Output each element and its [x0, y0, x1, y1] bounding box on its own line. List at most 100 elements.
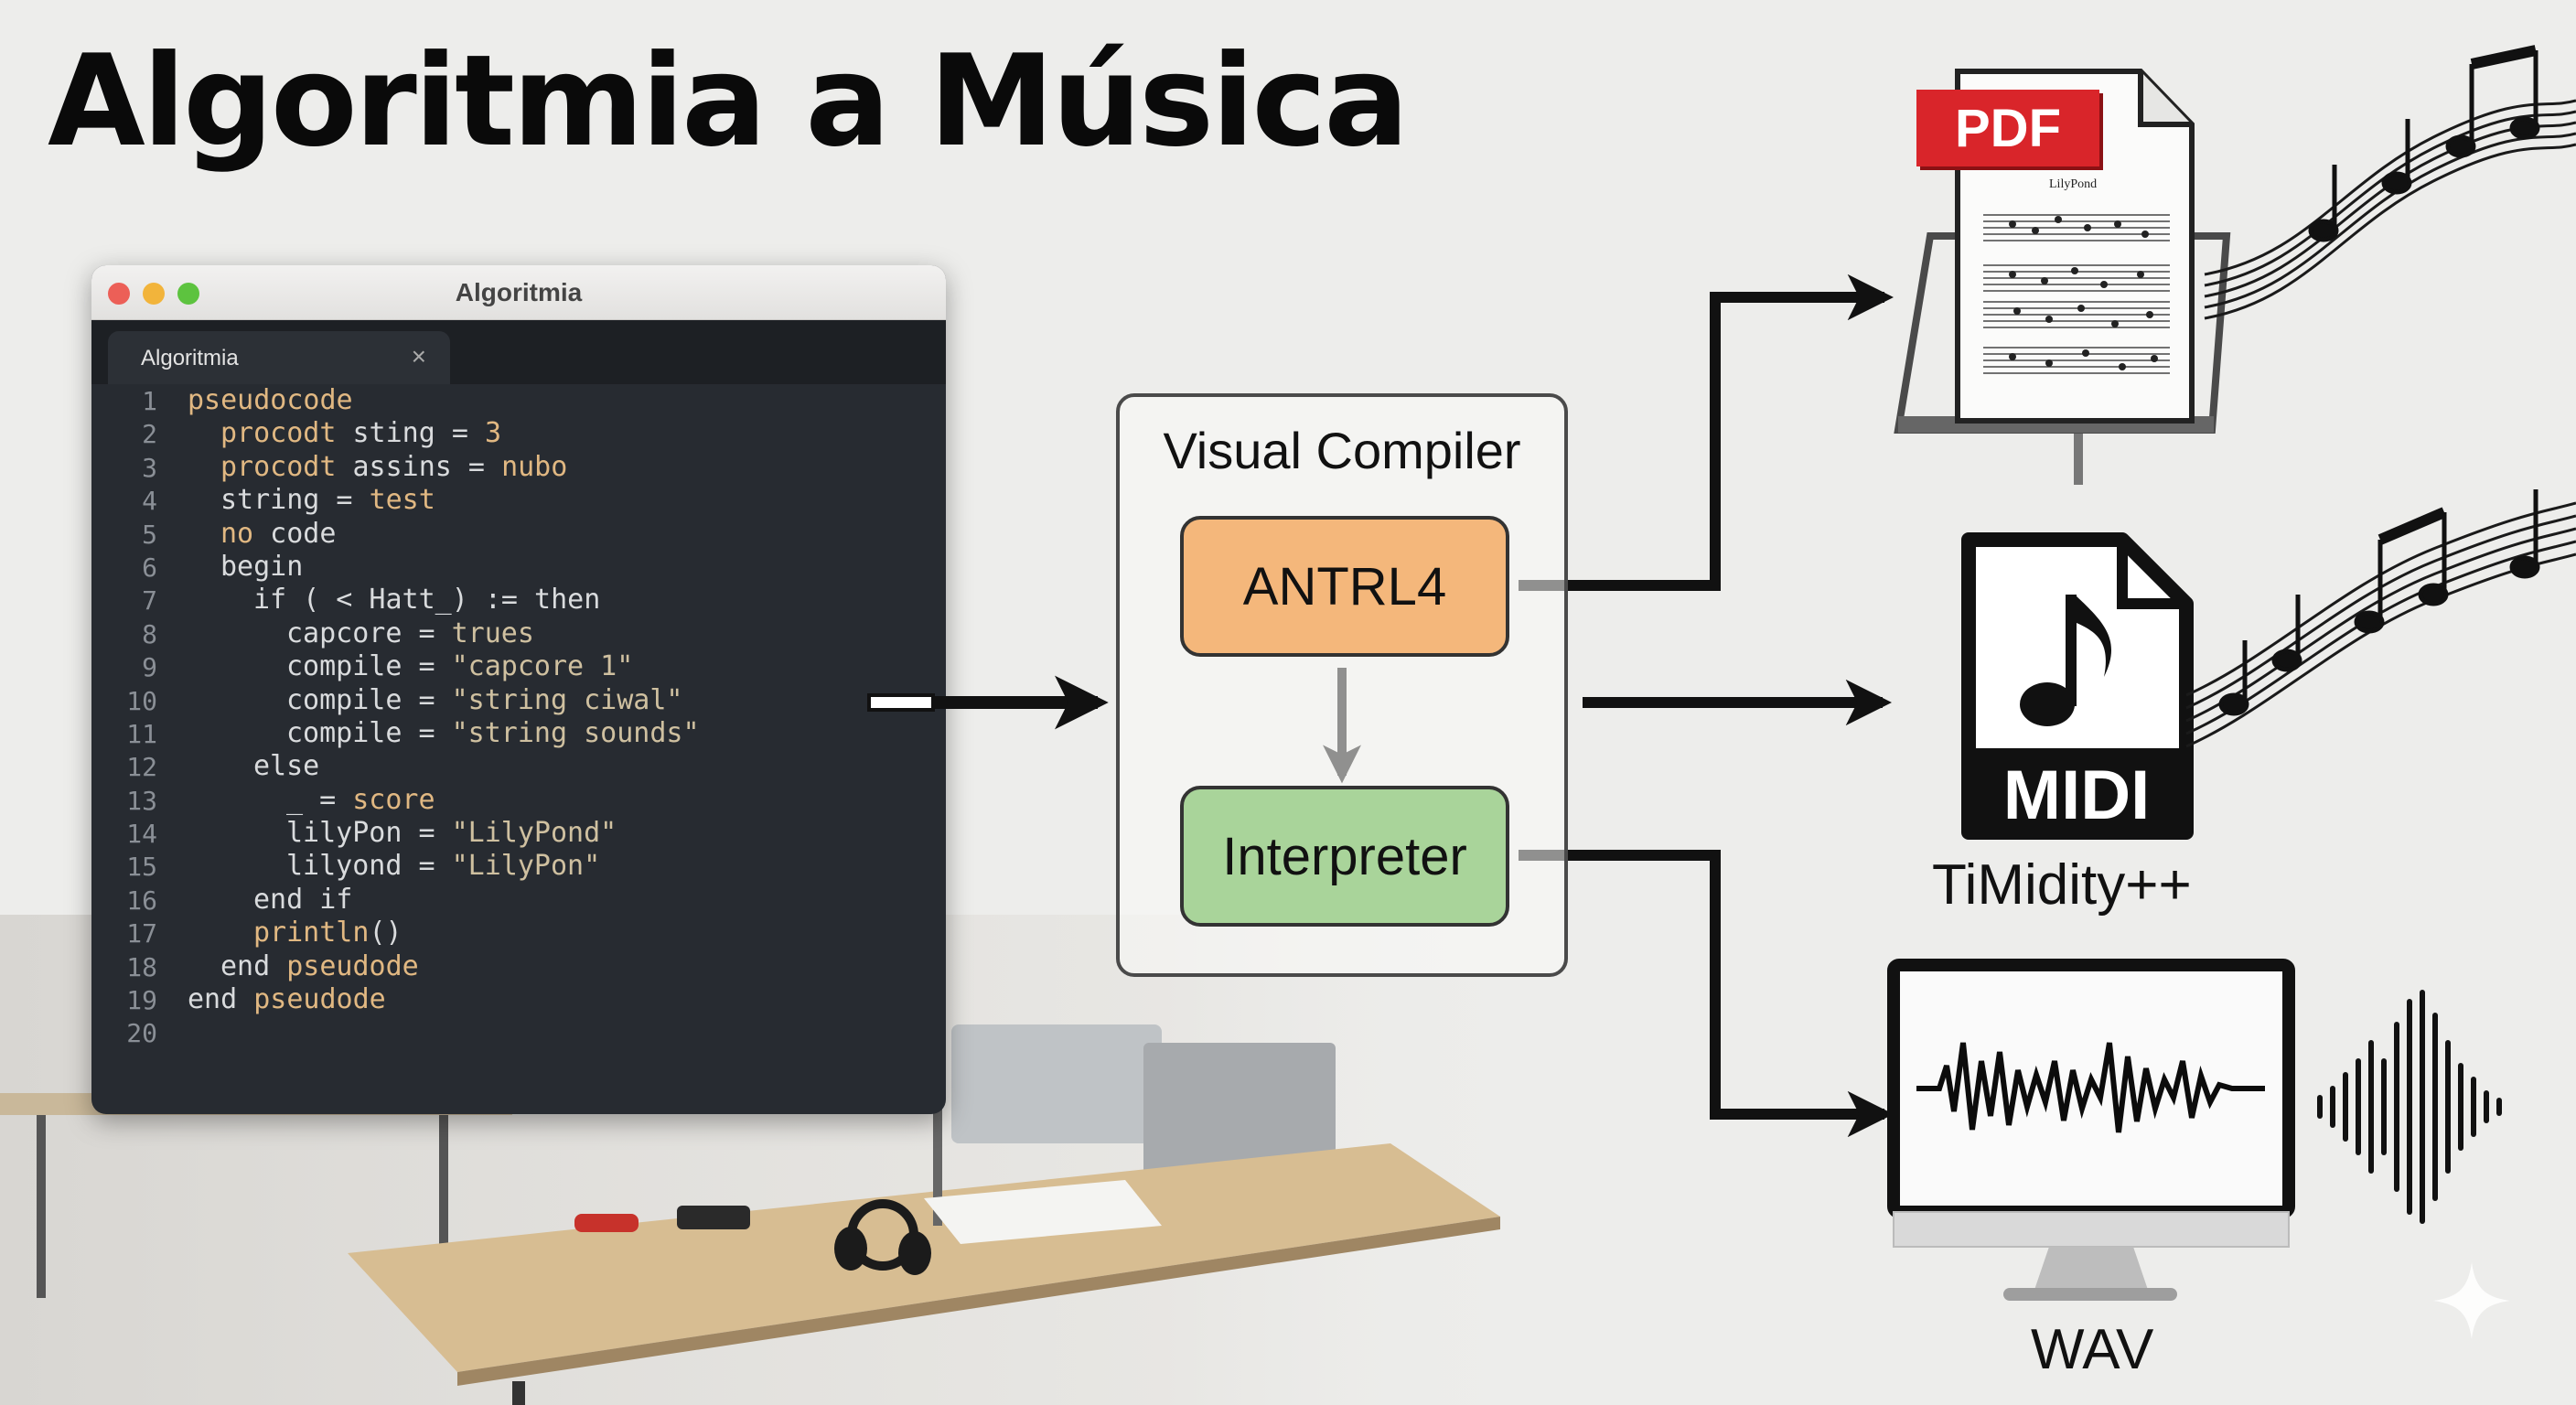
line-number: 10 — [126, 685, 157, 716]
arrow-to-pdf — [1519, 273, 1894, 591]
code-token: end — [220, 949, 287, 982]
code-token: trues — [451, 617, 534, 649]
line-number: 2 — [142, 419, 157, 450]
arrow-editor-to-compiler — [867, 675, 1109, 730]
line-number: 13 — [126, 785, 157, 816]
tab-bar: Algoritmia × — [91, 320, 946, 384]
code-line: 13 _ = score — [91, 784, 946, 817]
code-area[interactable]: 1 pseudocode 2 procodt sting = 3 3 procodt as… — [91, 384, 946, 1050]
code-line: 19 end pseudode — [91, 983, 946, 1016]
line-text: string = test — [220, 484, 435, 516]
line-text: end pseudode — [220, 950, 419, 982]
code-token: begin — [220, 550, 304, 583]
code-token: lilyond = — [286, 850, 452, 883]
line-text: pseudocode — [188, 384, 353, 416]
line-number: 11 — [126, 718, 157, 749]
line-number: 1 — [142, 386, 157, 416]
tab-label: Algoritmia — [141, 346, 239, 370]
code-token: score — [352, 783, 435, 816]
line-text: println() — [253, 917, 402, 949]
code-token: if ( < Hatt_) := then — [253, 584, 601, 617]
compiler-title: Visual Compiler — [1163, 422, 1521, 479]
interpreter-node: Interpreter — [1180, 786, 1509, 927]
line-number: 17 — [126, 918, 157, 949]
line-number: 19 — [126, 985, 157, 1016]
line-number: 4 — [142, 486, 157, 517]
code-token: pseudocode — [188, 384, 353, 416]
line-text: end pseudode — [188, 983, 386, 1015]
code-token: _ = — [286, 783, 353, 816]
line-text: begin — [220, 551, 303, 583]
line-text: _ = score — [286, 784, 435, 816]
line-text: else — [253, 750, 319, 782]
code-line: 1 pseudocode — [91, 384, 946, 417]
code-token: compile = — [286, 650, 452, 683]
line-text: no code — [220, 518, 336, 550]
page-title: Algoritmia a Música — [48, 27, 1409, 175]
code-line: 9 compile = "capcore 1" — [91, 650, 946, 683]
tab-close-icon[interactable]: × — [411, 342, 426, 370]
code-token: compile = — [286, 716, 452, 749]
line-number: 3 — [142, 452, 157, 483]
code-line: 17 println() — [91, 917, 946, 949]
wav-monitor-icon — [1887, 959, 2295, 1301]
code-token: compile = — [286, 683, 452, 716]
code-line: 20 — [91, 1016, 946, 1049]
line-text: lilyond = "LilyPon" — [286, 850, 600, 882]
minimize-window-button[interactable] — [143, 283, 165, 305]
line-text: procodt assins = nubo — [220, 451, 567, 483]
line-number: 12 — [126, 752, 157, 783]
line-number: 7 — [142, 585, 157, 617]
code-line: 3 procodt assins = nubo — [91, 451, 946, 484]
sparkle-icon — [2433, 1262, 2510, 1339]
flowing-notes-pdf — [2204, 99, 2576, 320]
code-line: 6 begin — [91, 551, 946, 584]
wav-caption: WAV — [2031, 1318, 2154, 1381]
code-token: string = — [220, 484, 370, 517]
line-number: 6 — [142, 552, 157, 583]
code-token: end if — [253, 883, 353, 916]
window-title: Algoritmia — [455, 278, 583, 306]
line-number: 14 — [126, 819, 157, 850]
midi-file-icon — [1961, 532, 2194, 840]
code-token: code — [253, 517, 337, 550]
close-window-button[interactable] — [108, 283, 130, 305]
code-token: test — [369, 484, 435, 517]
music-notes-pdf — [2308, 45, 2540, 242]
code-line: 5 no code — [91, 518, 946, 551]
line-text: if ( < Hatt_) := then — [253, 584, 600, 616]
line-number: 8 — [142, 618, 157, 649]
flowing-notes-midi — [2185, 501, 2576, 748]
code-token: pseudode — [286, 949, 419, 982]
code-line: 12 else — [91, 750, 946, 783]
code-token: procodt — [220, 417, 337, 450]
line-text: end if — [253, 884, 352, 916]
code-line: 4 string = test — [91, 484, 946, 517]
code-token: lilyPon = — [286, 817, 452, 850]
zoom-window-button[interactable] — [177, 283, 199, 305]
code-token: capcore = — [286, 617, 452, 649]
line-text: compile = "capcore 1" — [286, 650, 633, 682]
line-number: 5 — [142, 519, 157, 550]
arrow-to-wav — [1519, 850, 1894, 1138]
code-token: assins = — [336, 450, 502, 483]
code-token: println — [253, 917, 370, 949]
line-text: compile = "string sounds" — [286, 717, 700, 749]
code-token: nubo — [501, 450, 568, 483]
code-token: "LilyPon" — [451, 850, 601, 883]
window-titlebar: Algoritmia — [91, 265, 946, 320]
tab-algoritmia[interactable]: Algoritmia × — [108, 331, 450, 384]
code-token: else — [253, 750, 320, 783]
line-number: 18 — [126, 951, 157, 982]
sheet-title: LilyPond — [2049, 177, 2098, 191]
line-text: procodt sting = 3 — [220, 417, 501, 449]
midi-label: MIDI — [2002, 756, 2151, 834]
line-text: lilyPon = "LilyPond" — [286, 817, 617, 849]
code-token: pseudode — [253, 983, 386, 1016]
line-text: capcore = trues — [286, 617, 534, 649]
line-number: 20 — [126, 1018, 157, 1049]
pdf-badge: PDF — [1916, 90, 2099, 166]
line-number: 9 — [142, 652, 157, 683]
